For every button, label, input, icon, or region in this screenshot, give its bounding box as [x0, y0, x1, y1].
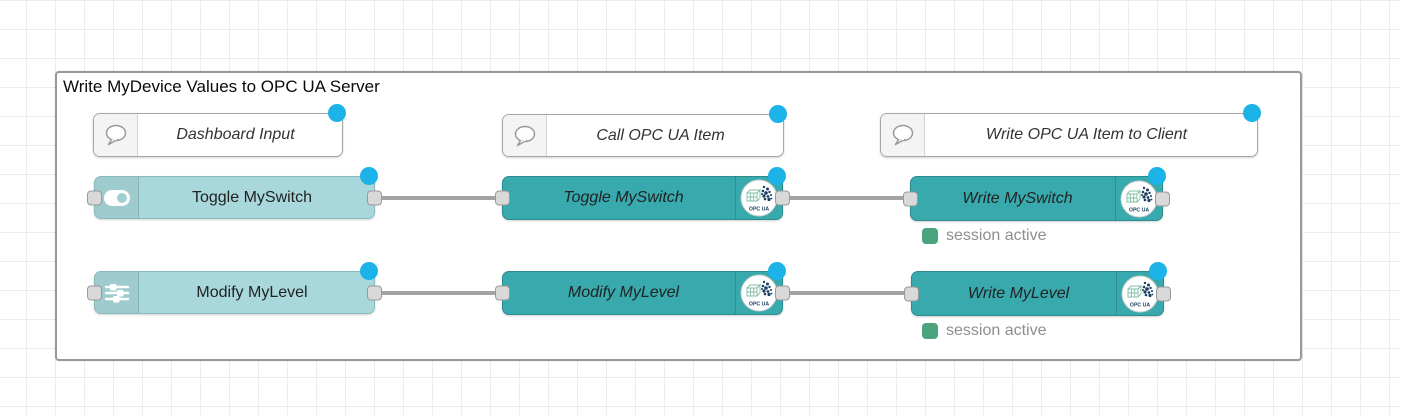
node-status: session active — [922, 322, 1047, 340]
input-port[interactable] — [495, 190, 510, 206]
changed-marker — [360, 167, 378, 185]
svg-text:OPC UA: OPC UA — [1130, 302, 1150, 308]
group-title: Write MyDevice Values to OPC UA Server — [63, 77, 380, 96]
svg-text:OPC UA: OPC UA — [749, 302, 769, 308]
status-green-square — [922, 228, 938, 244]
node-label: Modify MyLevel — [567, 284, 680, 301]
input-port[interactable] — [87, 285, 102, 300]
status-green-square — [922, 323, 938, 339]
node-status: session active — [922, 227, 1047, 245]
opcua-icon: OPC UA — [735, 177, 782, 219]
output-port[interactable] — [775, 190, 790, 206]
svg-text:OPC UA: OPC UA — [749, 207, 769, 213]
opcua-icon: OPC UA — [1115, 177, 1162, 220]
changed-marker — [328, 104, 346, 122]
node-opcua-client-write-mylevel[interactable]: Write MyLevel OPC UA — [904, 262, 1171, 316]
node-label: Write MySwitch — [962, 189, 1073, 207]
node-opcua-client-write-myswitch[interactable]: Write MySwitch OPC UA — [903, 167, 1170, 221]
changed-marker — [1148, 167, 1166, 185]
wire[interactable] — [375, 196, 507, 200]
input-port[interactable] — [495, 285, 510, 301]
input-port[interactable] — [903, 191, 918, 206]
comment-label: Call OPC UA Item — [596, 126, 725, 144]
speech-bubble-icon — [94, 114, 138, 156]
status-text: session active — [946, 322, 1047, 339]
changed-marker — [1149, 262, 1167, 280]
status-text: session active — [946, 227, 1047, 244]
sliders-icon — [95, 272, 139, 313]
comment-node-dashboard-input[interactable]: Dashboard Input — [93, 104, 346, 157]
node-label: Toggle MySwitch — [563, 189, 684, 206]
node-label: Modify MyLevel — [196, 283, 308, 301]
changed-marker — [360, 262, 378, 280]
node-label: Write MyLevel — [967, 284, 1070, 302]
comment-label: Dashboard Input — [176, 126, 295, 143]
node-opcua-item-toggle-myswitch[interactable]: Toggle MySwitch OPC UA — [495, 167, 790, 220]
node-ui-toggle-myswitch[interactable]: Toggle MySwitch — [87, 167, 382, 219]
wire[interactable] — [783, 196, 915, 200]
opcua-icon: OPC UA — [1116, 272, 1163, 315]
toggle-switch-icon — [95, 177, 139, 218]
output-port[interactable] — [367, 190, 382, 205]
svg-text:OPC UA: OPC UA — [1129, 207, 1149, 213]
output-port[interactable] — [775, 285, 790, 301]
wire[interactable] — [375, 291, 507, 295]
comment-node-call-opcua-item[interactable]: Call OPC UA Item — [502, 105, 787, 157]
changed-marker — [768, 167, 786, 185]
wire[interactable] — [783, 291, 915, 295]
input-port[interactable] — [904, 286, 919, 301]
changed-marker — [768, 262, 786, 280]
comment-node-write-opcua-item[interactable]: Write OPC UA Item to Client — [880, 104, 1261, 157]
input-port[interactable] — [87, 190, 102, 205]
comment-label: Write OPC UA Item to Client — [985, 126, 1188, 143]
speech-bubble-icon — [881, 114, 925, 156]
output-port[interactable] — [1155, 191, 1170, 206]
changed-marker — [769, 105, 787, 123]
output-port[interactable] — [367, 285, 382, 300]
speech-bubble-icon — [503, 115, 547, 156]
changed-marker — [1243, 104, 1261, 122]
node-label: Toggle MySwitch — [191, 188, 313, 206]
output-port[interactable] — [1156, 286, 1171, 301]
node-opcua-item-modify-mylevel[interactable]: Modify MyLevel OPC UA — [495, 262, 790, 315]
node-ui-modify-mylevel[interactable]: Modify MyLevel — [87, 262, 382, 314]
